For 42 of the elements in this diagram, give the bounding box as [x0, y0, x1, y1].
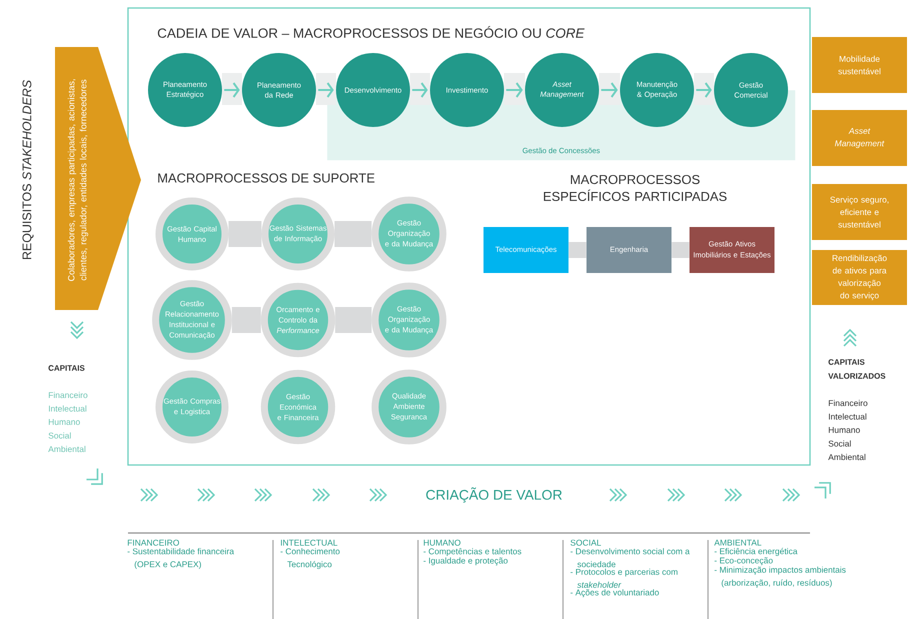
capital-label: Ambiental	[48, 446, 86, 452]
capital-label: Social	[48, 432, 71, 439]
bullet-item: - Igualdade e proteção	[424, 557, 508, 566]
capital-label: Intelectual	[49, 405, 86, 412]
connector-bar	[232, 307, 261, 333]
column-heading: SOCIAL	[570, 540, 601, 546]
bullet-item: - Eficiência energética	[714, 548, 798, 556]
column-heading: HUMANO	[424, 540, 460, 546]
connector-bar	[568, 242, 586, 258]
side-heading: REQUISITOS STAKEHOLDERS	[22, 80, 34, 260]
capital-label: Ambiental	[828, 454, 866, 460]
section-heading: MACROPROCESSOS ESPECÍFICOS PARTICIPADAS	[544, 174, 727, 202]
outcome-box: Mobilidade sustentável	[812, 37, 907, 93]
capital-label: Financeiro	[48, 392, 88, 398]
bullet-item: - Conhecimento Tecnológico	[280, 548, 340, 569]
connector-bar	[228, 221, 262, 247]
capital-label: Humano	[828, 427, 860, 433]
column-heading: FINANCEIRO	[128, 540, 180, 546]
band-heading: CRIAÇÃO DE VALOR	[426, 487, 562, 503]
capital-label: Social	[828, 440, 851, 447]
connector-bar	[672, 242, 690, 258]
outcome-box: Asset Management	[812, 110, 907, 166]
capital-label: Financeiro	[828, 400, 868, 406]
capital-label: Humano	[48, 419, 80, 425]
outcome-box: Serviço seguro, eficiente e sustentável	[812, 184, 907, 240]
arrow	[601, 82, 618, 98]
arrow	[506, 82, 523, 98]
bullet-item: - Ações de voluntariado	[570, 589, 659, 598]
bullet-item: - Desenvolvimento social com a sociedade	[570, 548, 690, 568]
capital-label: Intelectual	[828, 413, 866, 420]
bullet-item: - Eco-conceção	[714, 557, 773, 566]
section-heading: MACROPROCESSOS DE SUPORTE	[158, 173, 374, 183]
column-heading: INTELECTUAL	[281, 540, 338, 546]
bullet-item: - Minimização impactos ambientais (arborização, ruído, resíduos)	[714, 566, 846, 588]
bullet-item: - Sustentabilidade financeira (OPEX e CAPEX)	[128, 548, 234, 569]
bullet-item: - Competências e talentos	[424, 548, 522, 556]
outcome-box: Rendibilização de ativos para valorização do serviço	[812, 250, 907, 305]
column-heading: AMBIENTAL	[714, 540, 762, 546]
section-heading: CADEIA DE VALOR – MACROPROCESSOS DE NEGÓCIO OU CORE	[158, 26, 585, 38]
bullet-item: - Protocolos e parcerias com stakeholder	[570, 568, 678, 588]
connector-bar	[335, 307, 372, 333]
connector-bar	[334, 221, 372, 247]
